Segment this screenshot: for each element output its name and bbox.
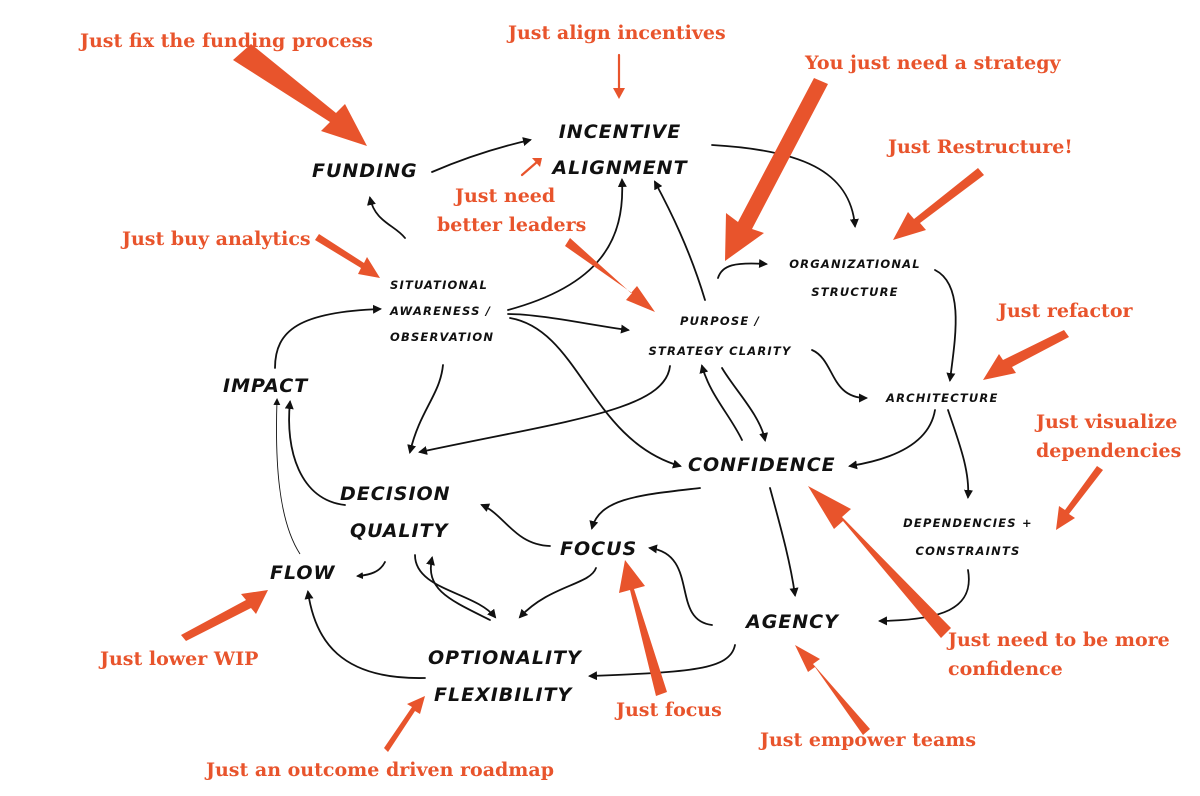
- annotation-more-confidence-line2: confidence: [948, 658, 1063, 680]
- node-incentive-alignment: Incentive Alignment: [535, 114, 705, 186]
- annotation-visualize-dependencies: Just visualize dependencies: [1036, 408, 1181, 466]
- node-architecture: Architecture: [886, 391, 999, 405]
- edge-awareness-to-purpose: [507, 313, 630, 334]
- annotation-arrow-empower: [795, 645, 870, 735]
- edge-decision-to-flow: [356, 561, 386, 580]
- edge-confidence-to-focus: [589, 487, 701, 530]
- annotation-arrow-strategy: [725, 78, 828, 261]
- node-constraints-label: Constraints: [915, 544, 1021, 558]
- edge-purpose-to-architecture: [811, 349, 868, 403]
- node-situational-awareness: Situational Awareness / Observation: [390, 272, 494, 350]
- annotation-arrow-analytics: [315, 234, 380, 278]
- annotation-outcome-roadmap: Just an outcome driven roadmap: [206, 759, 554, 781]
- edge-architecture-to-dependencies: [947, 409, 974, 499]
- annotation-visualize-line1: Just visualize: [1036, 411, 1178, 433]
- edge-focus-to-optionality: [518, 567, 597, 619]
- annotation-fix-funding: Just fix the funding process: [80, 30, 373, 52]
- edge-optionality-to-flow: [304, 590, 426, 679]
- annotation-restructure: Just Restructure!: [888, 136, 1073, 158]
- annotation-arrow-visualize: [1056, 466, 1103, 530]
- node-flexibility-label: Flexibility: [434, 684, 573, 706]
- edge-agency-to-optionality: [588, 644, 736, 681]
- node-flow: Flow: [270, 562, 336, 584]
- edge-optionality-to-decision: [426, 556, 491, 621]
- node-observation-label: Observation: [390, 330, 495, 344]
- edge-purpose-to-structure: [717, 259, 768, 279]
- annotation-more-confidence: Just need to be more confidence: [948, 626, 1170, 684]
- node-optionality-flexibility: Optionality Flexibility: [428, 640, 582, 714]
- annotation-better-leaders: Just need better leaders: [437, 182, 586, 240]
- annotation-visualize-line2: dependencies: [1036, 440, 1182, 462]
- annotation-arrow-roadmap: [384, 696, 425, 752]
- annotation-arrow-leaders-small: [520, 160, 539, 177]
- annotation-arrow-focus: [619, 560, 667, 696]
- node-alignment-label: Alignment: [552, 157, 688, 179]
- annotation-arrow-lower-wip: [181, 590, 268, 641]
- edge-impact-to-awareness: [274, 304, 382, 369]
- node-strategy-clarity-label: Strategy Clarity: [648, 344, 792, 358]
- edge-incentive-to-structure: [711, 144, 859, 228]
- annotation-arrow-better-leaders: [565, 238, 655, 312]
- annotation-refactor: Just refactor: [998, 300, 1133, 322]
- node-agency: Agency: [746, 611, 839, 633]
- node-decision-label: Decision: [340, 483, 451, 505]
- edge-dependencies-to-agency: [878, 569, 970, 626]
- node-organizational-label: Organizational: [789, 257, 921, 271]
- node-optionality-label: Optionality: [428, 647, 582, 669]
- annotation-arrow-funding: [233, 44, 367, 146]
- edge-awareness-to-decision: [407, 364, 444, 454]
- edge-awareness-to-funding: [367, 196, 406, 239]
- node-awareness-label: Awareness /: [390, 304, 492, 318]
- annotation-buy-analytics: Just buy analytics: [122, 228, 311, 250]
- edge-architecture-to-confidence: [848, 409, 936, 470]
- annotation-arrow-confidence: [808, 486, 951, 638]
- node-quality-label: Quality: [350, 520, 449, 542]
- node-purpose-label: Purpose /: [680, 314, 760, 328]
- node-confidence: Confidence: [688, 454, 836, 476]
- annotation-arrow-refactor: [983, 330, 1069, 380]
- node-focus: Focus: [560, 538, 638, 560]
- node-dependencies-label: Dependencies +: [903, 516, 1033, 530]
- node-organizational-structure: Organizational Structure: [770, 250, 940, 306]
- annotation-focus: Just focus: [616, 699, 722, 721]
- node-funding: Funding: [312, 160, 418, 182]
- annotation-need-strategy: You just need a strategy: [805, 52, 1061, 74]
- annotation-more-confidence-line1: Just need to be more: [948, 629, 1170, 651]
- edge-focus-to-decision: [480, 503, 551, 547]
- node-purpose-strategy: Purpose / Strategy Clarity: [630, 306, 810, 366]
- edge-awareness-to-incentive: [507, 178, 627, 311]
- edge-awareness-to-confidence: [509, 317, 682, 469]
- edge-confidence-to-agency: [769, 487, 799, 597]
- annotation-align-incentives: Just align incentives: [508, 22, 726, 44]
- annotation-empower-teams: Just empower teams: [760, 729, 977, 751]
- edge-confidence-to-purpose: [699, 364, 743, 441]
- edge-purpose-to-decision: [418, 365, 671, 455]
- edge-funding-to-incentive: [431, 137, 532, 173]
- edge-decision-to-optionality: [414, 554, 497, 619]
- annotation-better-leaders-line2: better leaders: [437, 214, 587, 236]
- node-structure-label: Structure: [811, 285, 899, 299]
- annotation-arrow-restructure: [893, 168, 984, 240]
- node-dependencies-constraints: Dependencies + Constraints: [893, 509, 1043, 565]
- edge-decision-to-impact: [284, 400, 346, 506]
- node-incentive-label: Incentive: [558, 121, 682, 143]
- node-decision-quality: Decision Quality: [340, 476, 451, 550]
- edge-flow-to-impact: [273, 398, 301, 555]
- edge-purpose-to-confidence: [721, 367, 769, 442]
- annotation-better-leaders-line1: Just need: [455, 185, 556, 207]
- annotation-lower-wip: Just lower WIP: [100, 648, 259, 670]
- edge-purpose-to-incentive: [654, 180, 706, 301]
- node-situational-label: Situational: [390, 278, 488, 292]
- edge-agency-to-focus: [648, 544, 713, 626]
- edge-structure-to-architecture: [934, 269, 957, 382]
- node-impact: Impact: [223, 375, 309, 397]
